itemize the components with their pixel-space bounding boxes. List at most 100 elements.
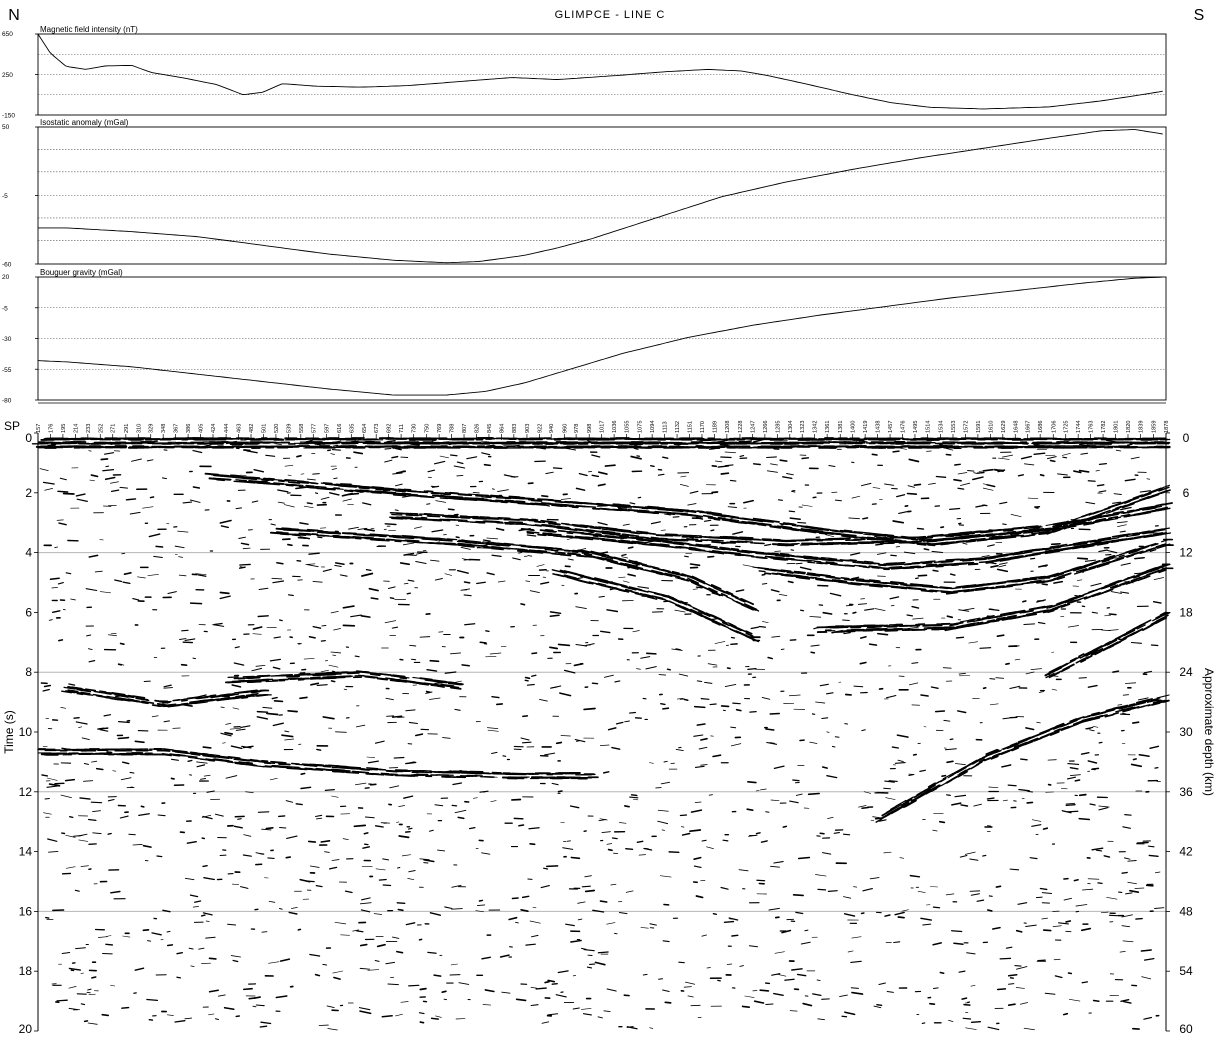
reflection-dash bbox=[396, 950, 404, 954]
reflection-dash bbox=[255, 1004, 265, 1007]
reflection-dash bbox=[427, 951, 437, 954]
reflection-dash bbox=[802, 525, 813, 529]
reflection-dash bbox=[176, 976, 182, 979]
reflection-dash bbox=[220, 525, 230, 529]
reflection-dash bbox=[770, 799, 780, 802]
reflection-dash bbox=[797, 856, 811, 860]
reflection-dash bbox=[308, 636, 316, 639]
reflection-dash bbox=[80, 1003, 86, 1006]
reflection-dash bbox=[530, 987, 537, 989]
reflection-dash bbox=[1065, 920, 1072, 923]
reflection-dash bbox=[192, 906, 199, 908]
sp-tick-label: 1839 bbox=[1138, 421, 1144, 433]
reflection-dash bbox=[689, 563, 701, 567]
reflection-dash bbox=[1157, 507, 1171, 512]
reflection-dash bbox=[565, 535, 574, 538]
reflection-dash bbox=[518, 551, 523, 554]
reflection-dash bbox=[815, 874, 827, 877]
reflection-dash bbox=[174, 1020, 186, 1023]
reflection-dash bbox=[442, 737, 451, 739]
reflection-dash bbox=[350, 614, 362, 618]
reflection-dash bbox=[251, 500, 259, 503]
reflection-dash bbox=[1062, 1012, 1069, 1016]
reflection-dash bbox=[419, 987, 427, 991]
reflection-dash bbox=[107, 798, 115, 802]
reflection-dash bbox=[592, 526, 602, 530]
reflection-dash bbox=[629, 502, 636, 505]
reflection-dash bbox=[395, 1013, 403, 1017]
sp-tick-label: 826 bbox=[474, 424, 480, 433]
reflection-dash bbox=[320, 640, 326, 642]
reflector-strokes bbox=[31, 437, 1174, 1031]
reflection-dash bbox=[1086, 727, 1091, 730]
reflection-dash bbox=[995, 885, 1002, 888]
reflection-dash bbox=[418, 938, 423, 941]
reflection-dash bbox=[982, 686, 987, 690]
reflection-dash bbox=[650, 536, 660, 540]
reflection-dash bbox=[121, 761, 130, 765]
reflection-dash bbox=[384, 459, 393, 463]
reflection-dash bbox=[1122, 511, 1133, 514]
reflection-dash bbox=[853, 685, 864, 688]
reflection-dash bbox=[689, 490, 699, 494]
reflection-dash bbox=[776, 973, 787, 977]
reflection-dash bbox=[310, 682, 320, 686]
reflection-dash bbox=[941, 774, 947, 777]
reflection-dash bbox=[433, 460, 446, 465]
reflection-dash bbox=[512, 557, 521, 561]
reflection-dash bbox=[1081, 981, 1089, 984]
reflection-dash bbox=[425, 690, 431, 694]
reflection-dash bbox=[966, 952, 976, 955]
reflection-dash bbox=[975, 537, 986, 541]
reflection-dash bbox=[1038, 564, 1048, 568]
reflection-dash bbox=[843, 631, 851, 635]
sp-tick-label: 1553 bbox=[951, 421, 957, 433]
reflection-dash bbox=[597, 471, 608, 475]
reflection-dash bbox=[694, 801, 702, 803]
reflection-dash bbox=[797, 521, 807, 524]
reflection-dash bbox=[545, 471, 554, 475]
reflection-dash bbox=[765, 520, 773, 523]
sp-tick-label: 1342 bbox=[813, 421, 819, 433]
reflection-dash bbox=[693, 734, 704, 737]
reflection-dash bbox=[1078, 521, 1093, 526]
reflection-dash bbox=[454, 680, 462, 683]
reflection-dash bbox=[1005, 536, 1017, 539]
reflection-dash bbox=[272, 580, 285, 584]
sp-tick-label: 692 bbox=[387, 424, 393, 433]
reflection-dash bbox=[997, 469, 1006, 473]
reflection-dash bbox=[486, 572, 495, 576]
magnetic-title: Magnetic field intensity (nT) bbox=[40, 25, 138, 34]
reflection-dash bbox=[374, 740, 385, 744]
reflection-dash bbox=[766, 741, 778, 745]
reflection-dash bbox=[279, 908, 283, 910]
reflection-dash bbox=[755, 832, 761, 835]
reflection-dash bbox=[624, 720, 630, 723]
reflection-dash bbox=[679, 484, 689, 487]
reflection-dash bbox=[391, 715, 403, 718]
reflection-dash bbox=[541, 1021, 550, 1024]
reflection-dash bbox=[812, 993, 822, 997]
reflection-dash bbox=[287, 474, 292, 476]
isostatic-ytick-label: 50 bbox=[2, 124, 10, 131]
reflection-dash bbox=[205, 920, 210, 922]
reflection-dash bbox=[731, 934, 739, 937]
reflection-dash bbox=[1023, 623, 1036, 626]
reflection-dash bbox=[680, 475, 687, 478]
reflection-dash bbox=[968, 641, 979, 644]
sp-tick-label: 769 bbox=[437, 424, 443, 433]
reflection-dash bbox=[624, 805, 630, 808]
reflection-dash bbox=[562, 847, 574, 850]
reflection-dash bbox=[1092, 999, 1100, 1002]
reflection-dash bbox=[940, 534, 947, 537]
reflection-dash bbox=[943, 719, 951, 722]
reflection-dash bbox=[220, 732, 232, 737]
sp-tick-label: 252 bbox=[98, 424, 104, 433]
reflection-dash bbox=[530, 1004, 539, 1007]
reflection-dash bbox=[711, 491, 719, 494]
reflection-dash bbox=[662, 989, 670, 992]
reflection-dash bbox=[735, 589, 745, 593]
reflection-dash bbox=[315, 485, 327, 489]
reflection-dash bbox=[1038, 532, 1048, 536]
reflection-dash bbox=[524, 676, 531, 680]
